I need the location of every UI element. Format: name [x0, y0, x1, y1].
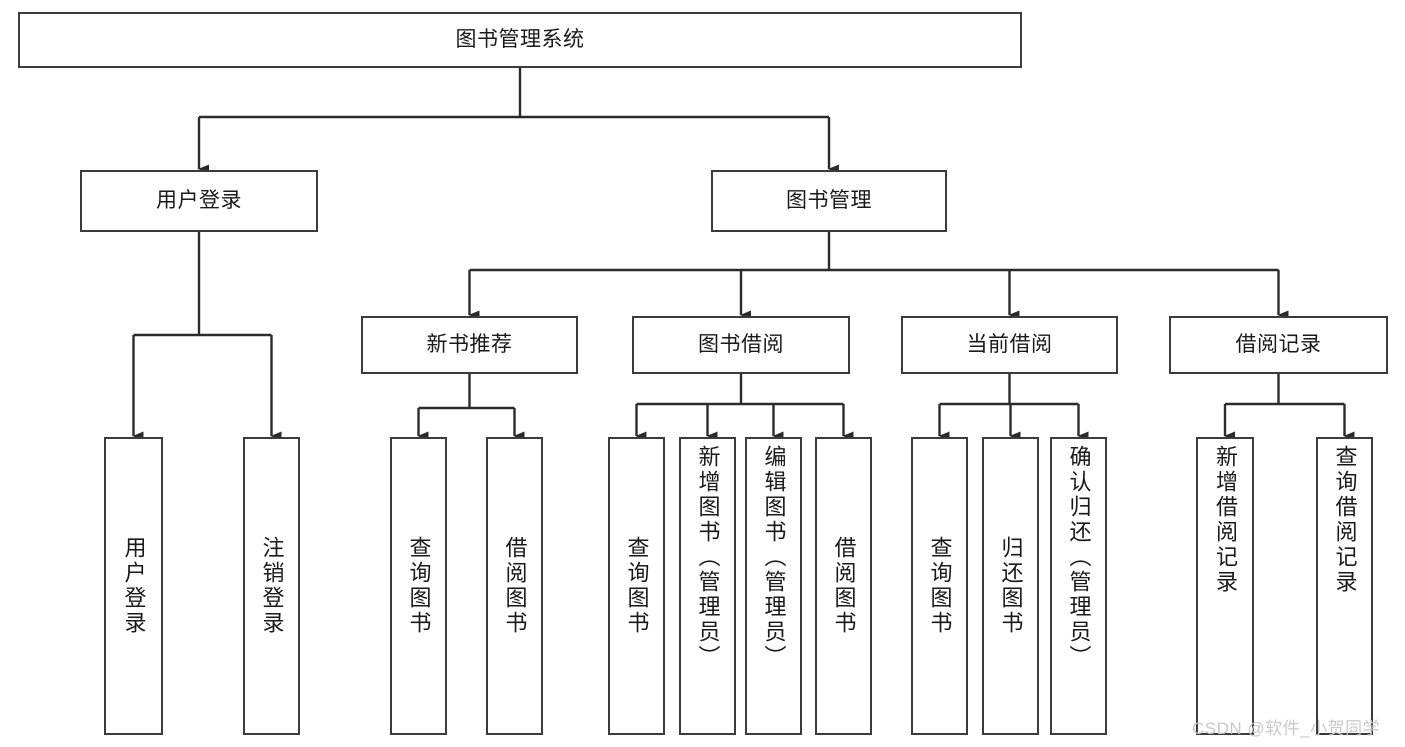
node-label: 图书管理系统	[455, 28, 585, 52]
node-leaf-borrow-3[interactable]: 编辑图书（管理员）	[745, 437, 802, 735]
node-leaf-cur-2[interactable]: 归还图书	[982, 437, 1039, 735]
node-leaf-borrow-4[interactable]: 借阅图书	[815, 437, 872, 735]
node-leaf-borrow-2[interactable]: 新增图书（管理员）	[679, 437, 736, 735]
node-label: 新增借阅记录	[1213, 445, 1238, 595]
node-label: 新增图书（管理员）	[695, 445, 721, 670]
node-login[interactable]: 用户登录	[80, 170, 318, 232]
node-leaf-login-1[interactable]: 用户登录	[104, 437, 163, 735]
node-leaf-new-1[interactable]: 查询图书	[390, 437, 447, 735]
node-label: 查询借阅记录	[1332, 445, 1358, 595]
node-label: 新书推荐	[426, 333, 513, 357]
node-leaf-borrow-1[interactable]: 查询图书	[608, 437, 665, 735]
node-newbook[interactable]: 新书推荐	[361, 316, 578, 374]
node-current[interactable]: 当前借阅	[901, 316, 1118, 374]
node-label: 编辑图书（管理员）	[761, 445, 787, 670]
node-bookmgmt[interactable]: 图书管理	[711, 170, 947, 232]
node-label: 借阅记录	[1235, 333, 1322, 357]
node-label: 查询图书	[927, 536, 953, 636]
node-label: 查询图书	[406, 536, 432, 636]
node-leaf-cur-1[interactable]: 查询图书	[911, 437, 968, 735]
node-label: 当前借阅	[966, 333, 1053, 357]
node-leaf-login-2[interactable]: 注销登录	[243, 437, 300, 735]
node-label: 查询图书	[624, 536, 650, 636]
node-label: 借阅图书	[831, 536, 857, 636]
node-leaf-rec-1[interactable]: 新增借阅记录	[1196, 437, 1254, 735]
node-borrow[interactable]: 图书借阅	[632, 316, 850, 374]
node-leaf-new-2[interactable]: 借阅图书	[486, 437, 543, 735]
csdn-watermark: CSDN @软件_小贺同学	[1192, 719, 1381, 738]
node-label: 用户登录	[156, 189, 242, 213]
node-leaf-cur-3[interactable]: 确认归还（管理员）	[1050, 437, 1107, 735]
node-label: 图书借阅	[698, 333, 784, 357]
node-records[interactable]: 借阅记录	[1169, 316, 1388, 374]
node-label: 用户登录	[121, 536, 147, 636]
node-leaf-rec-2[interactable]: 查询借阅记录	[1316, 437, 1373, 735]
node-label: 借阅图书	[502, 536, 528, 636]
node-label: 确认归还（管理员）	[1066, 445, 1092, 670]
node-label: 归还图书	[998, 536, 1024, 636]
node-root[interactable]: 图书管理系统	[18, 12, 1022, 68]
node-label: 图书管理	[786, 189, 872, 213]
node-label: 注销登录	[259, 536, 285, 636]
